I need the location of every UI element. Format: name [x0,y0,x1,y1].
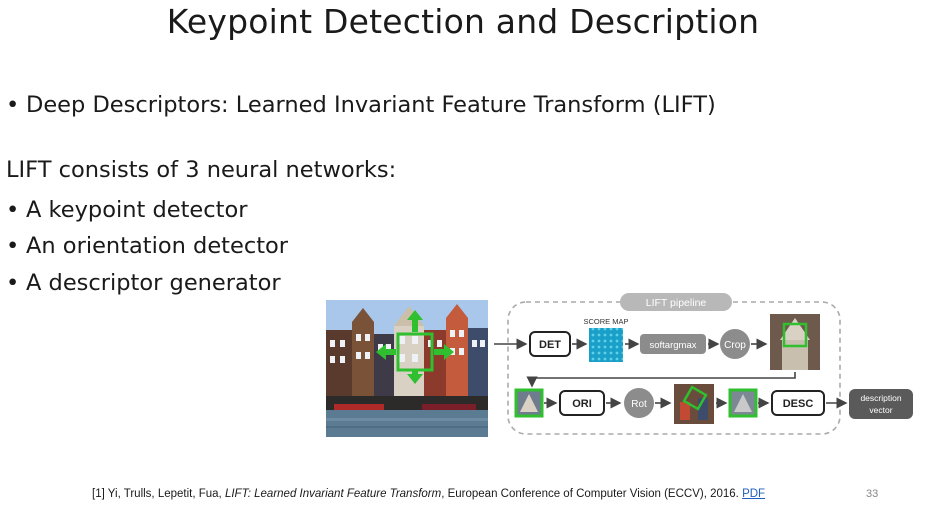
pdf-link[interactable]: PDF [742,488,766,500]
bullet-descriptor-generator: •A descriptor generator [6,270,281,296]
slide-title: Keypoint Detection and Description [166,2,760,41]
pipeline-label-pill [620,293,732,311]
bullet-keypoint-detector: •A keypoint detector [6,197,247,223]
ori-node [559,390,605,416]
rotated-patch [674,384,714,424]
patch-aligned-desc [728,388,758,418]
citation-footnote: [1] Yi, Trulls, Lepetit, Fua, LIFT: Lear… [92,488,765,500]
citation-venue: , European Conference of Computer Vision… [441,488,743,500]
citation-prefix: [1] Yi, Trulls, Lepetit, Fua, [92,488,225,500]
crop-node [720,329,750,359]
det-node [529,331,571,357]
network-2-text: An orientation detector [26,233,289,259]
crop-label: Crop [724,340,746,351]
ori-label: ORI [572,398,592,410]
desc-node [771,390,825,416]
score-map-image [589,328,623,362]
bullet-orientation-detector: •An orientation detector [6,233,288,259]
page-number: 33 [866,488,879,500]
citation-title: LIFT: Learned Invariant Feature Transfor… [224,488,442,500]
bullet-symbol: • [6,233,20,259]
bullet-symbol: • [6,270,20,296]
pipeline-label: LIFT pipeline [646,297,707,309]
bullet-lift-text: Deep Descriptors: Learned Invariant Feat… [26,92,716,118]
description-vector-node [849,389,913,419]
network-1-text: A keypoint detector [26,197,248,223]
rot-label: Rot [631,399,647,410]
output-line-1: description [860,393,901,403]
output-line-2: vector [869,405,892,415]
rot-node [624,388,654,418]
bullet-lift: •Deep Descriptors: Learned Invariant Fea… [6,92,716,118]
softargmax-node [640,334,706,354]
softargmax-label: softargmax [650,340,697,351]
patch-small-ori [514,388,544,418]
network-3-text: A descriptor generator [26,270,281,296]
score-map-label: SCORE MAP [583,317,628,326]
canal-houses-illustration [326,300,488,437]
lift-pipeline-diagram: LIFT pipeline DET SCORE MAP softargmax C… [494,290,918,438]
input-image [326,300,488,437]
cropped-patch-top [770,314,820,370]
bullet-symbol: • [6,92,20,118]
pipeline-svg: LIFT pipeline DET SCORE MAP softargmax C… [494,293,913,435]
desc-label: DESC [783,398,814,410]
intro-text: LIFT consists of 3 neural networks: [6,157,397,183]
det-label: DET [539,339,561,351]
bullet-symbol: • [6,197,20,223]
